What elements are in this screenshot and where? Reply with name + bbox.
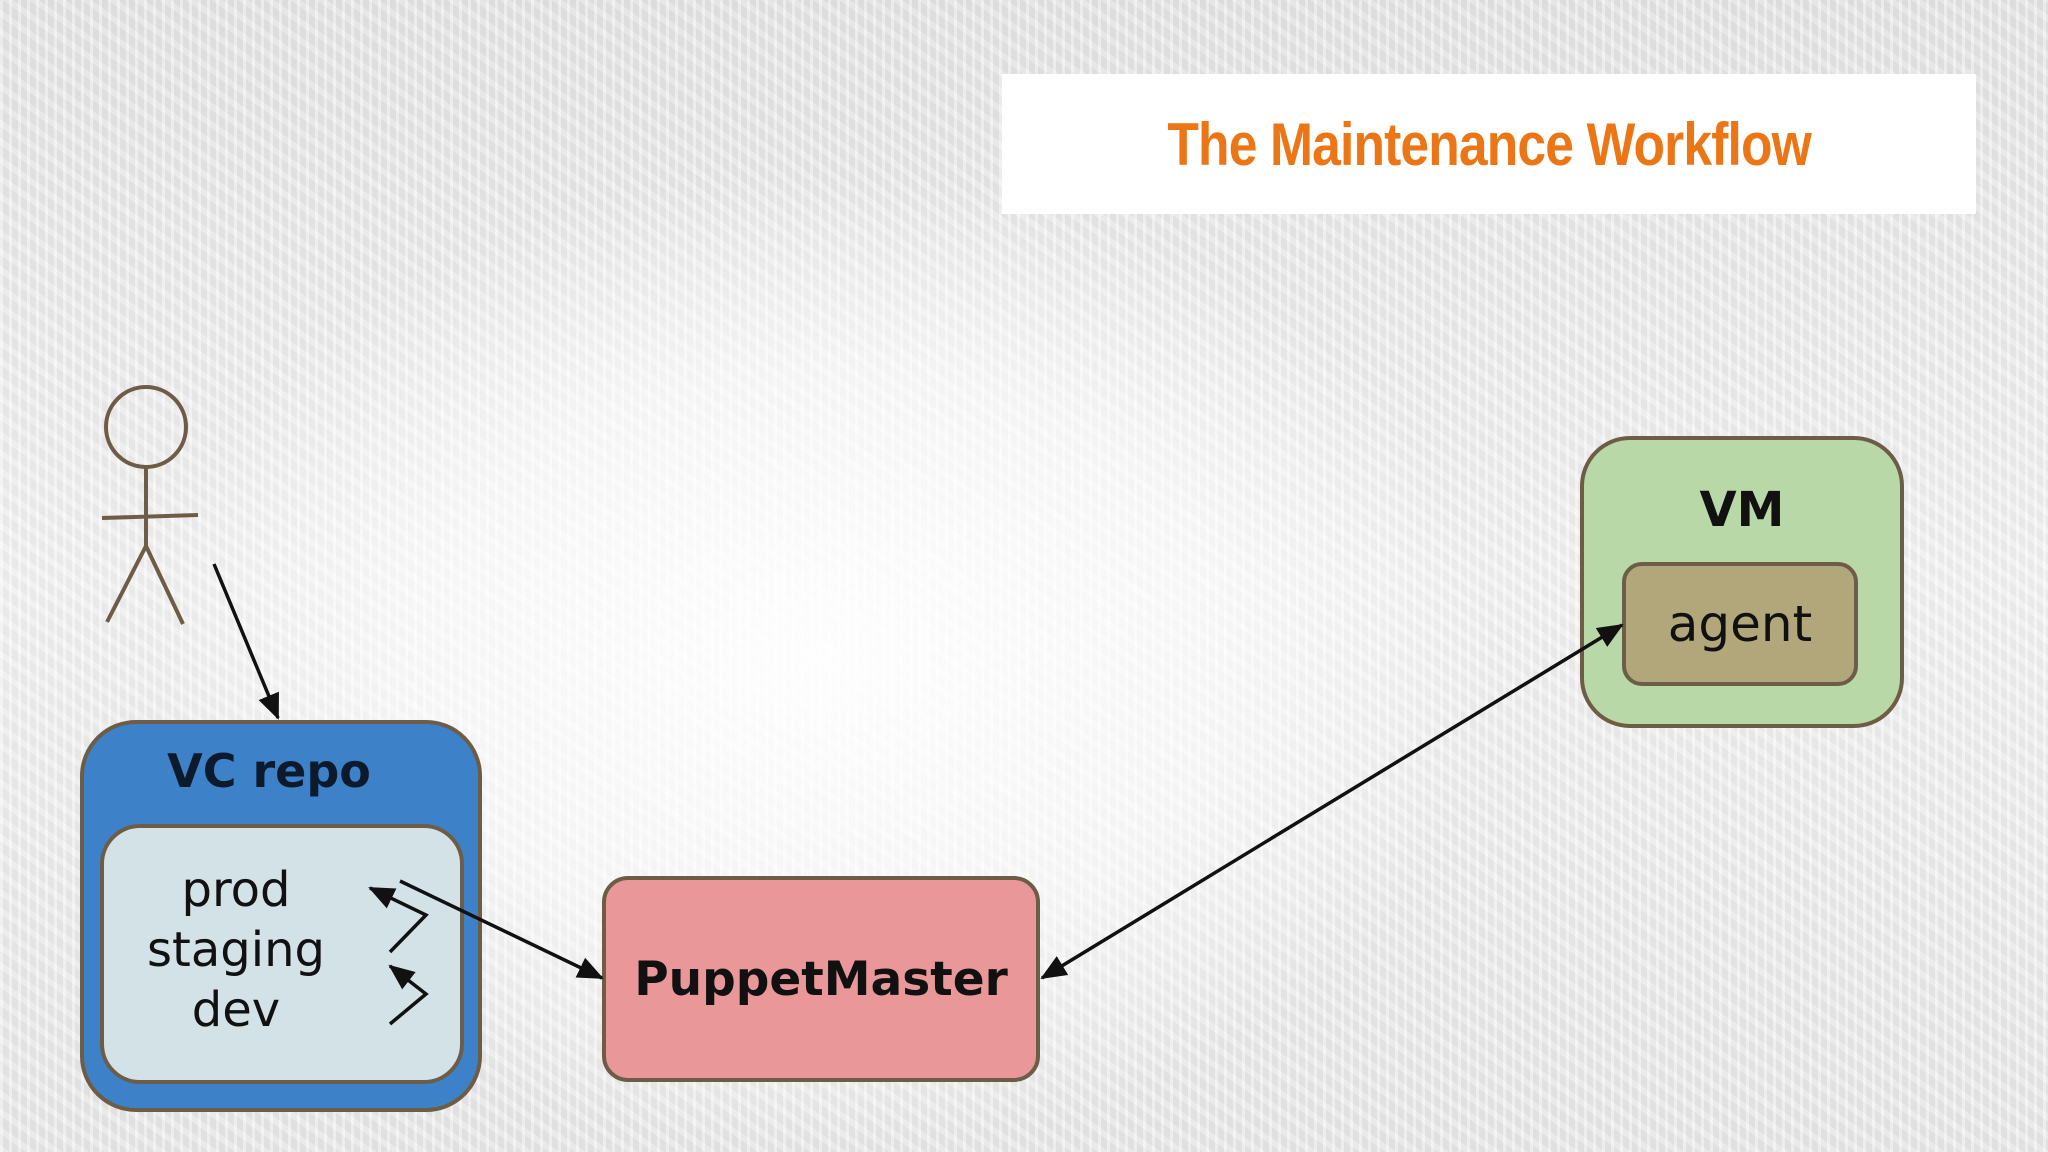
- arrow-user-to-vc-repo: [212, 563, 280, 720]
- vm-label: VM: [1699, 482, 1785, 538]
- arrow-dev-to-staging: [388, 964, 429, 1026]
- branch-prod: prod: [181, 862, 291, 918]
- vc-repo-label: VC repo: [167, 744, 371, 798]
- branch-dev: dev: [191, 982, 281, 1038]
- arrow-puppetmaster-agent: [1040, 623, 1624, 980]
- user-right-leg: [144, 545, 185, 625]
- branch-staging: staging: [147, 922, 325, 978]
- user-stick-figure-icon: [101, 385, 199, 625]
- user-arms: [101, 513, 199, 520]
- puppetmaster-label: PuppetMaster: [634, 951, 1008, 1007]
- puppetmaster-node: PuppetMaster: [602, 876, 1040, 1082]
- user-left-leg: [105, 545, 148, 623]
- agent-node: agent: [1622, 562, 1858, 686]
- agent-label: agent: [1667, 595, 1813, 653]
- arrow-prod-to-puppetmaster: [399, 879, 604, 980]
- page-title: The Maintenance Workflow: [1167, 110, 1811, 178]
- title-banner: The Maintenance Workflow: [1002, 74, 1976, 214]
- arrow-staging-to-prod: [368, 886, 429, 954]
- branches-panel: prod staging dev: [100, 824, 464, 1084]
